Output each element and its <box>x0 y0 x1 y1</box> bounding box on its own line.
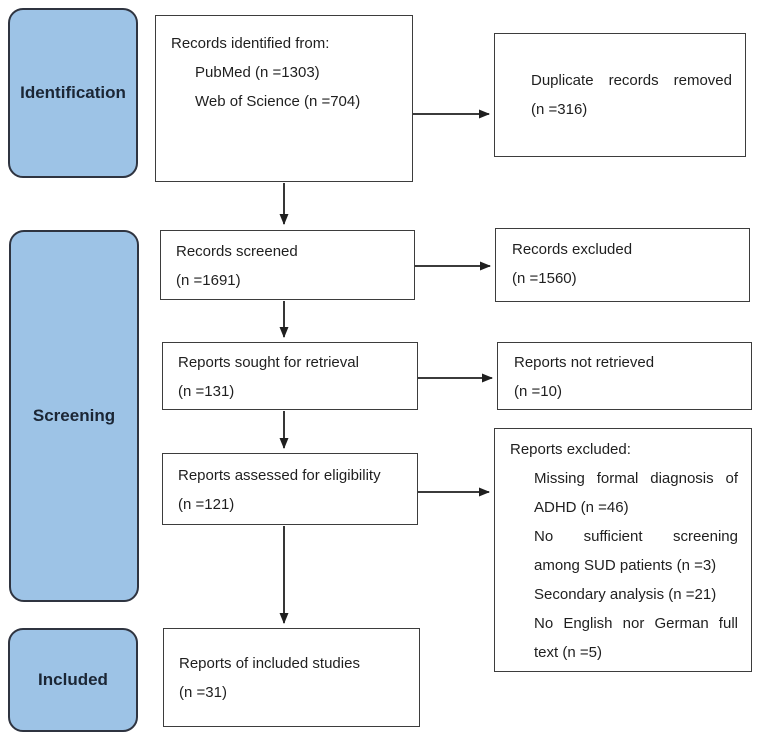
box-line: Reports sought for retrieval <box>178 354 359 371</box>
stage-identification: Identification <box>8 8 138 178</box>
box-line: text (n =5) <box>534 644 602 661</box>
stage-identification-label: Identification <box>20 83 126 102</box>
box-line: No English nor German full <box>534 615 738 632</box>
box-line: No sufficient screening <box>534 528 738 545</box>
stage-included-label: Included <box>38 670 108 689</box>
box-line: Reports not retrieved <box>514 354 655 371</box>
box-line: (n =31) <box>179 683 227 701</box>
box-line: (n =10) <box>514 383 562 400</box>
reports-excluded-box: Reports excluded: Missing formal diagnos… <box>494 428 752 672</box>
box-line: Missing formal diagnosis of <box>534 470 738 487</box>
box-line: Records screened <box>176 243 298 260</box>
box-line: Web of Science (n =704) <box>195 93 361 110</box>
box-line: Reports excluded: <box>510 441 631 458</box>
reports-not-retrieved-box: Reports not retrieved (n =10) <box>497 342 752 410</box>
box-line: Reports assessed for eligibility <box>178 467 381 484</box>
box-line: Records excluded <box>512 241 633 258</box>
box-line: Secondary analysis (n =21) <box>534 586 717 603</box>
reports-included-box: Reports of included studies (n =31) <box>163 628 420 727</box>
records-identified-box: Records identified from: PubMed (n =1303… <box>155 15 413 182</box>
box-line: (n =1691) <box>176 272 241 289</box>
box-line: Reports of included studies <box>179 654 360 672</box>
box-line: (n =1560) <box>512 270 577 287</box>
box-line: Duplicate records removed <box>531 72 732 89</box>
duplicates-removed-box: Duplicate records removed (n =316) <box>494 33 746 157</box>
records-excluded-box: Records excluded (n =1560) <box>495 228 750 302</box>
reports-assessed-box: Reports assessed for eligibility (n =121… <box>162 453 418 525</box>
reports-sought-box: Reports sought for retrieval (n =131) <box>162 342 418 410</box>
box-line: ADHD (n =46) <box>534 499 629 516</box>
box-line: (n =121) <box>178 496 235 513</box>
box-line: (n =131) <box>178 383 235 400</box>
box-line: among SUD patients (n =3) <box>534 557 717 574</box>
stage-screening-label: Screening <box>32 406 116 425</box>
stage-screening: Screening <box>9 230 139 602</box>
box-line: PubMed (n =1303) <box>195 64 320 81</box>
box-line: (n =316) <box>531 101 588 118</box>
records-screened-box: Records screened (n =1691) <box>160 230 415 300</box>
box-line: Records identified from: <box>171 35 330 52</box>
stage-included: Included <box>8 628 138 732</box>
